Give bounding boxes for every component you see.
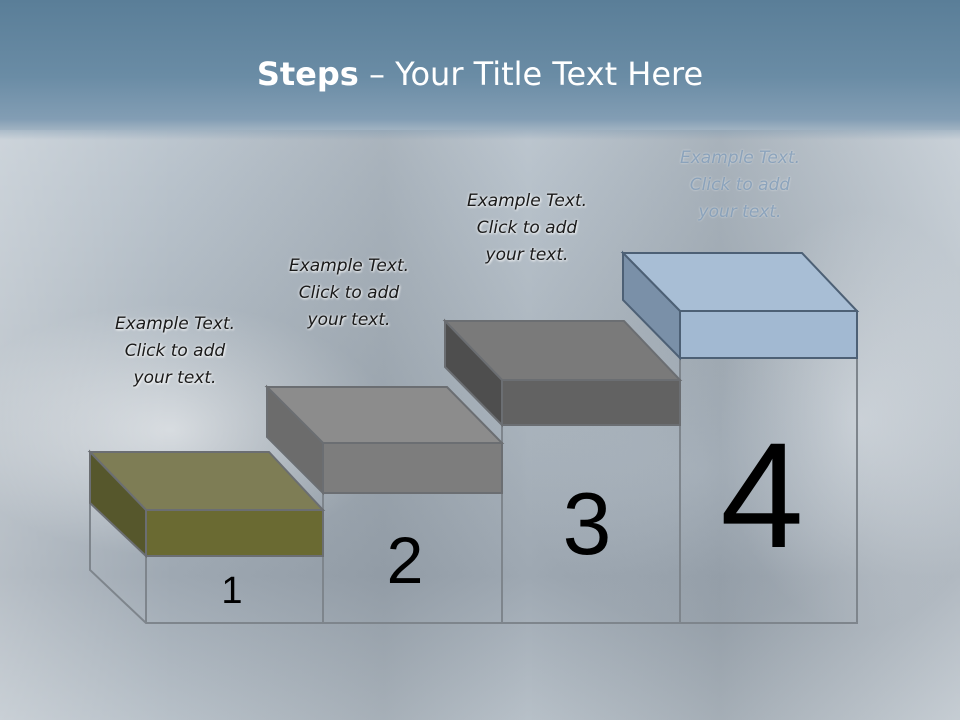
- step-4-block[interactable]: [620, 250, 860, 361]
- step-4-caption-line3: your text.: [698, 202, 782, 222]
- step-2-caption-line2: Click to add: [298, 283, 400, 303]
- step-4-caption[interactable]: Example Text. Click to add your text.: [650, 145, 830, 226]
- title-band: [0, 0, 960, 140]
- step-3-caption-line1: Example Text.: [466, 191, 588, 211]
- step-3-number: 3: [562, 474, 612, 573]
- step-2-caption-line3: your text.: [307, 310, 391, 330]
- step-1-caption[interactable]: Example Text. Click to add your text.: [85, 311, 265, 392]
- slide-title[interactable]: Steps – Your Title Text Here: [0, 52, 960, 96]
- step-3-block[interactable]: [442, 318, 683, 428]
- step-2-block[interactable]: [264, 384, 505, 496]
- step-1-caption-line2: Click to add: [124, 341, 226, 361]
- step-4-caption-line2: Click to add: [689, 175, 791, 195]
- step-1-block[interactable]: [87, 449, 326, 559]
- step-1-number: 1: [221, 570, 243, 612]
- step-2-caption[interactable]: Example Text. Click to add your text.: [259, 253, 439, 334]
- step-2-caption-line1: Example Text.: [288, 256, 410, 276]
- step-3-caption-line2: Click to add: [476, 218, 578, 238]
- step-3-caption-line3: your text.: [485, 245, 569, 265]
- step-1-caption-line3: your text.: [133, 368, 217, 388]
- title-bold-word: Steps: [256, 55, 359, 93]
- step-3-caption[interactable]: Example Text. Click to add your text.: [437, 188, 617, 269]
- step-4-number: 4: [720, 411, 804, 579]
- step-4-caption-line1: Example Text.: [679, 148, 801, 168]
- title-rest: – Your Title Text Here: [358, 55, 704, 93]
- step-2-number: 2: [386, 523, 424, 597]
- step-1-caption-line1: Example Text.: [114, 314, 236, 334]
